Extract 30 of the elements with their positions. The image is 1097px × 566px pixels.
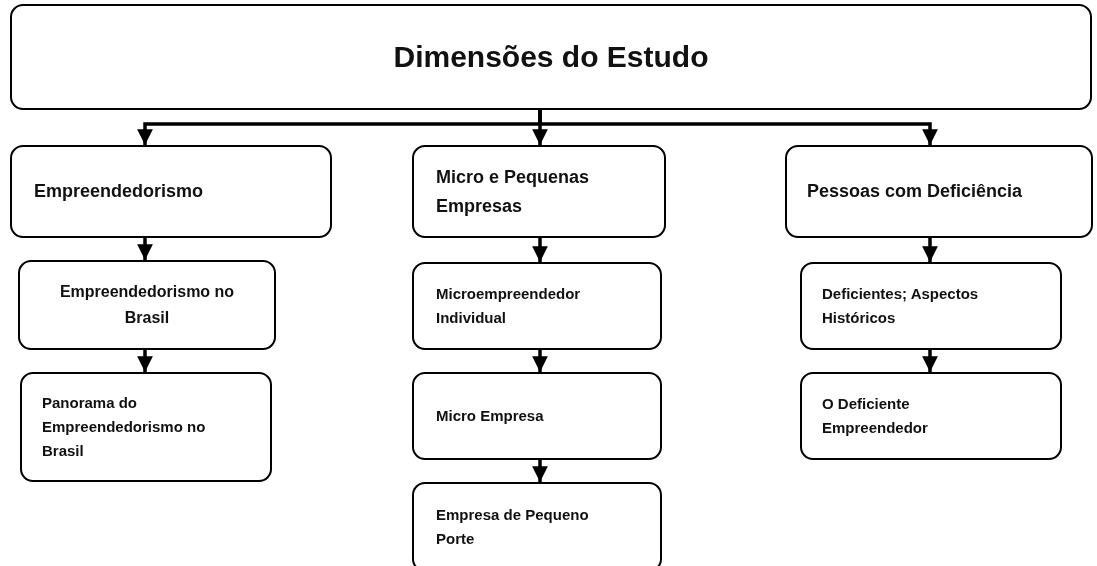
node-label: O Deficiente Empreendedor [822, 394, 929, 438]
process-box [800, 372, 1062, 460]
process-box [412, 145, 666, 238]
process-box [785, 145, 1093, 238]
process-box [20, 372, 272, 482]
process-box [412, 262, 662, 350]
node-label: Dimensões do Estudo [393, 39, 709, 75]
process-box [10, 145, 332, 238]
node-label: Micro Empresa [436, 406, 544, 426]
node-label: Pessoas com Deficiência [807, 180, 1023, 204]
process-box [412, 372, 662, 460]
arrow [538, 110, 938, 145]
node-label: Deficientes; Aspectos Históricos [822, 284, 980, 328]
process-box [18, 260, 276, 350]
process-box [800, 262, 1062, 350]
node-label: Empreendedorismo no Brasil [58, 282, 236, 328]
arrow [532, 460, 548, 482]
arrow [137, 238, 153, 260]
arrow [137, 350, 153, 372]
node-label: Empreendedorismo [34, 180, 204, 204]
node-label: Empresa de Pequeno Porte [436, 505, 590, 549]
node-label: Micro e Pequenas Empresas [436, 165, 591, 218]
process-box [412, 482, 662, 566]
arrow [922, 238, 938, 262]
arrow [532, 350, 548, 372]
title-box [10, 4, 1092, 110]
arrow [532, 238, 548, 262]
arrow [922, 350, 938, 372]
node-label: Microempreendedor Individual [436, 284, 582, 328]
node-label: Panorama do Empreendedorismo no Brasil [42, 393, 207, 461]
